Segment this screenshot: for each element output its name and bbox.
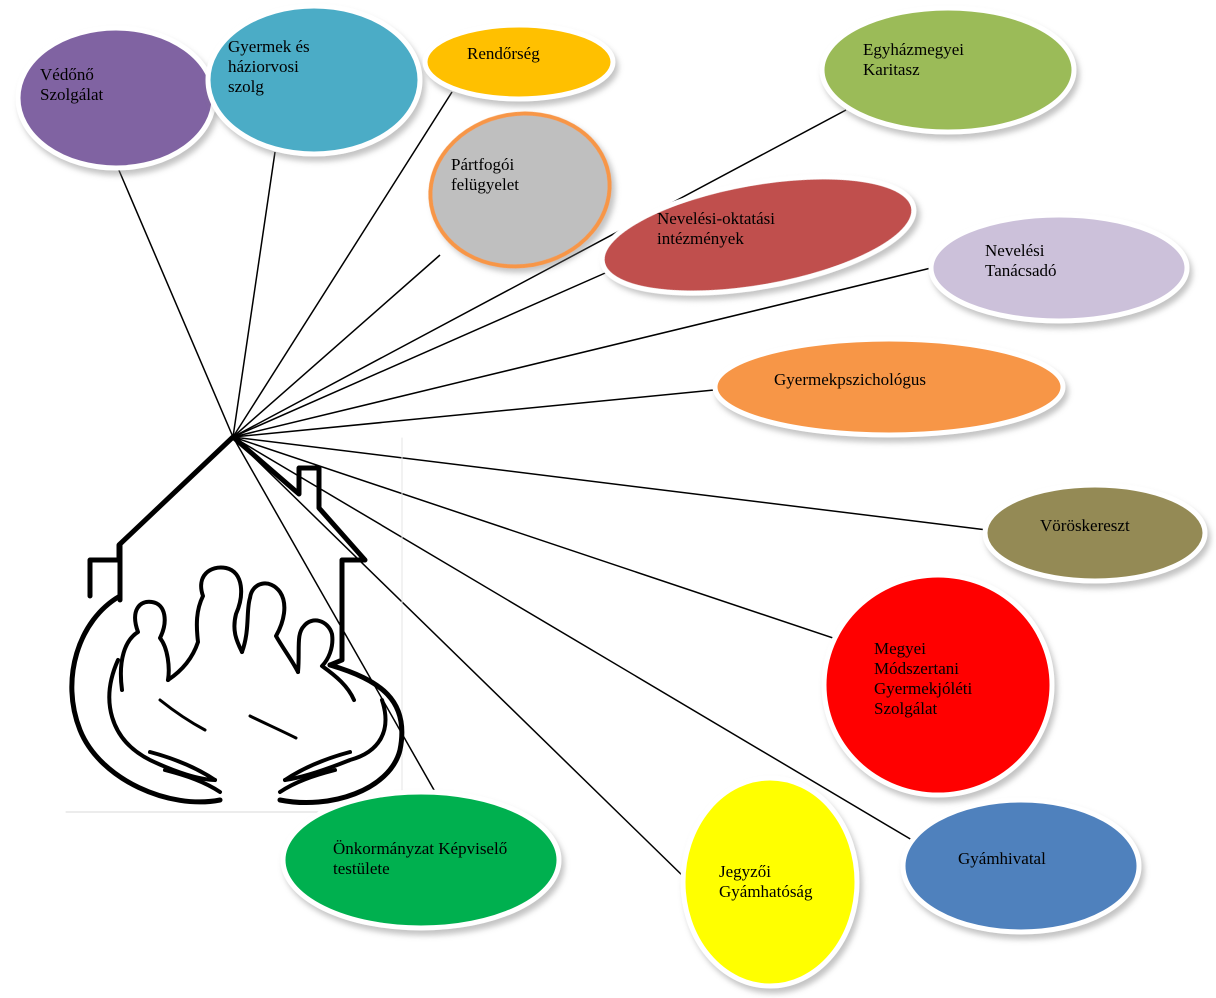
node-label-line: felügyelet: [451, 175, 519, 194]
node-label-line: Karitasz: [863, 60, 920, 79]
node-label-gyamhivatal: Gyámhivatal: [958, 849, 1046, 868]
node-label-line: Rendőrség: [467, 44, 540, 63]
node-label-line: Tanácsadó: [985, 261, 1057, 280]
node-label-line: Jegyzői: [719, 862, 771, 881]
node-ellipse-megyei: [821, 572, 1055, 798]
node-label-line: Önkormányzat Képviselő: [333, 839, 507, 858]
node-ellipse-egyhazmegyei: [819, 5, 1077, 135]
node-label-line: Pártfogói: [451, 155, 515, 174]
node-gyamhivatal: Gyámhivatal: [900, 797, 1142, 935]
node-label-line: Gyermekjóléti: [874, 679, 972, 698]
connector-partfogoi: [232, 254, 441, 438]
connector-voroskereszt: [232, 436, 988, 531]
node-ellipse-nevelesi-oktatasi: [599, 174, 917, 296]
connector-nevelesi-oktatasi: [232, 269, 613, 438]
node-label-line: Nevelési: [985, 241, 1045, 260]
node-label-line: Szolgálat: [874, 699, 938, 718]
node-label-line: Nevelési-oktatási: [657, 209, 775, 228]
node-ellipse-nevelesi-tanacsado: [928, 212, 1190, 324]
node-label-line: Gyermek és: [228, 37, 310, 56]
connector-megyei: [232, 436, 849, 644]
node-rendorseg: Rendőrség: [422, 22, 616, 102]
node-label-line: intézmények: [657, 229, 744, 248]
node-label-line: testülete: [333, 859, 390, 878]
connector-egyhazmegyei: [232, 109, 847, 438]
node-label-line: szolg: [228, 77, 264, 96]
node-label-line: Gyámhatóság: [719, 882, 813, 901]
node-voroskereszt: Vöröskereszt: [982, 482, 1208, 584]
connector-onkormanyzat: [232, 436, 439, 798]
node-label-voroskereszt: Vöröskereszt: [1040, 516, 1130, 535]
node-label-rendorseg: Rendőrség: [467, 44, 540, 63]
node-ellipse-onkormanyzat: [280, 789, 562, 931]
connector-jegyzoi: [232, 436, 688, 881]
node-label-line: Gyámhivatal: [958, 849, 1046, 868]
node-ellipse-rendorseg: [422, 22, 616, 102]
node-ellipse-gyamhivatal: [900, 797, 1142, 935]
node-ellipse-jegyzoi: [680, 775, 860, 989]
node-ellipse-voroskereszt: [982, 482, 1208, 584]
node-label-line: Védőnő: [40, 65, 94, 84]
node-label-line: Vöröskereszt: [1040, 516, 1130, 535]
node-ellipse-partfogoi: [428, 111, 612, 269]
connector-nevelesi-tanacsado: [232, 267, 932, 438]
node-label-line: Szolgálat: [40, 85, 104, 104]
connector-gyamhivatal: [232, 436, 913, 841]
node-ellipse-gyermekpszichologus: [712, 336, 1066, 438]
connector-gyermek-haziorvosi: [232, 151, 276, 438]
node-ellipse-gyermek-haziorvosi: [205, 3, 423, 157]
node-gyermekpszichologus: Gyermekpszichológus: [712, 336, 1066, 438]
connector-vedono: [117, 167, 234, 438]
connector-gyermekpszichologus: [232, 389, 715, 438]
node-label-line: Módszertani: [874, 659, 959, 678]
family-house-icon: [65, 434, 405, 813]
node-label-line: háziorvosi: [228, 57, 299, 76]
node-label-gyermekpszichologus: Gyermekpszichológus: [774, 370, 926, 389]
node-label-line: Megyei: [874, 639, 926, 658]
node-label-line: Gyermekpszichológus: [774, 370, 926, 389]
node-label-line: Egyházmegyei: [863, 40, 964, 59]
connector-rendorseg: [232, 91, 453, 438]
